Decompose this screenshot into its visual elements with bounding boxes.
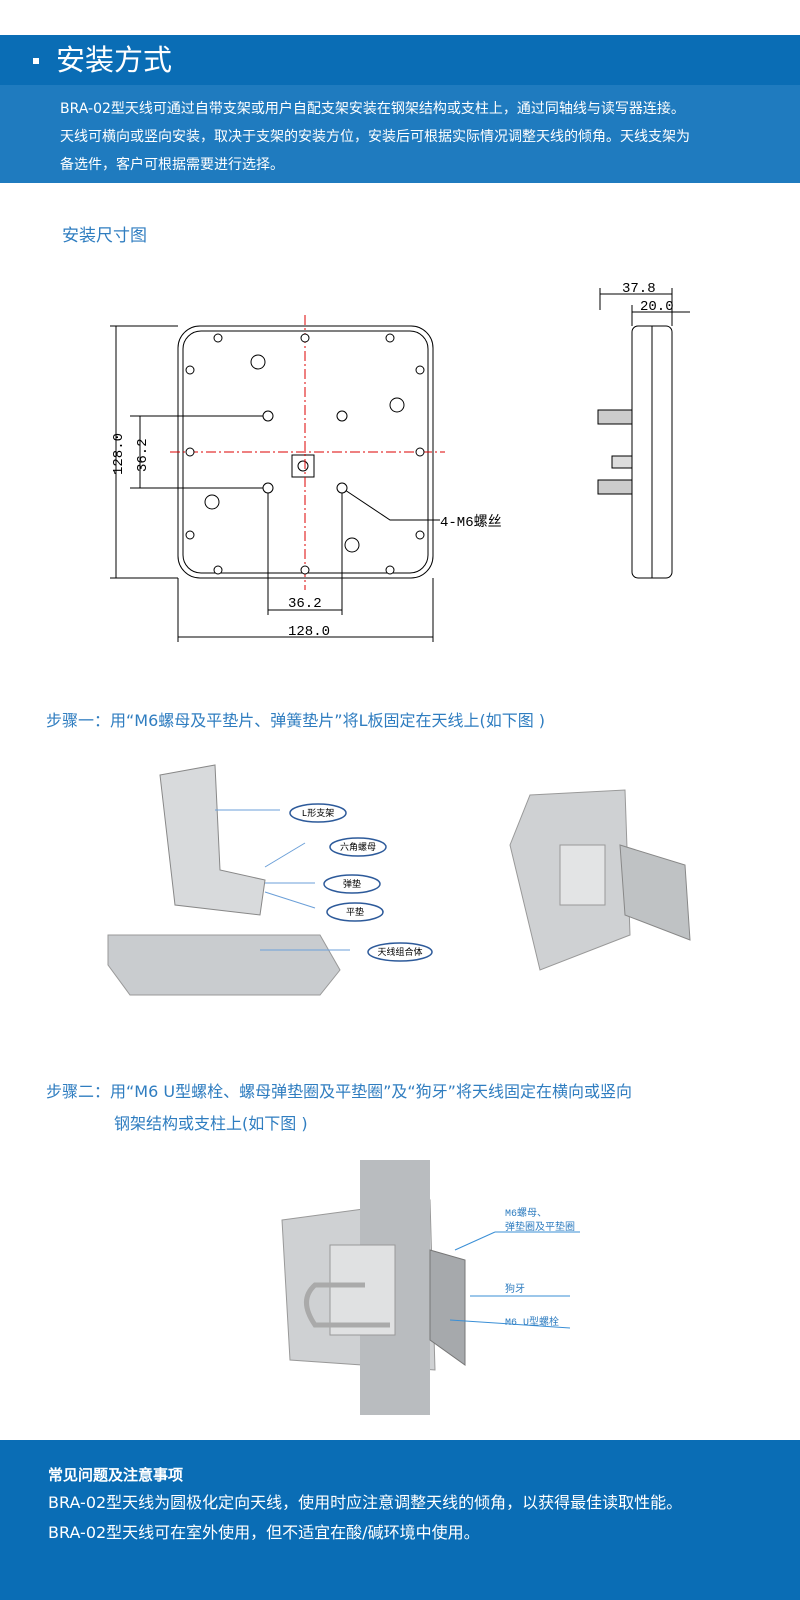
step1-illustration: L形支架 六角螺母 弹垫 平垫 天线组合体 [107, 764, 691, 996]
dim-height: 128.0 [111, 433, 127, 475]
dim-width: 128.0 [288, 624, 330, 640]
dimension-drawing: 128.0 36.2 36.2 128.0 4-M6螺丝 37.8 20.0 [110, 281, 690, 642]
description-line: 备选件，客户可根据需要进行选择。 [60, 157, 284, 173]
faq-title: 常见问题及注意事项 [48, 1466, 184, 1484]
step1-text: 步骤一：用“M6螺母及平垫片、弹簧垫片”将L板固定在天线上(如下图 ) [46, 711, 546, 730]
description-line: BRA-02型天线可通过自带支架或用户自配支架安装在钢架结构或支柱上，通过同轴线… [60, 101, 685, 117]
callout-l-bracket: L形支架 [302, 807, 334, 819]
callout-m6-nut: M6螺母、 [505, 1207, 547, 1220]
step2-text-line1: 步骤二：用“M6 U型螺栓、螺母弹垫圈及平垫圈”及“狗牙”将天线固定在横向或竖向 [46, 1082, 632, 1101]
dim-depth-body: 20.0 [640, 299, 674, 315]
faq-line: BRA-02型天线为圆极化定向天线，使用时应注意调整天线的倾角，以获得最佳读取性… [48, 1493, 683, 1512]
section-header: 安装方式 [0, 35, 800, 85]
section-title: 安装方式 [56, 43, 173, 77]
callout-antenna-assembly: 天线组合体 [377, 946, 422, 958]
bullet-icon [33, 58, 39, 64]
step2-text-line2: 钢架结构或支柱上(如下图 ) [114, 1114, 308, 1133]
step2-illustration: M6螺母、 弹垫圈及平垫圈 狗牙 M6 U型螺栓 [281, 1160, 580, 1415]
callout-spring-washer: 弹垫 [343, 878, 361, 890]
dim-hole-horizontal: 36.2 [288, 596, 322, 612]
dim-hole-vertical: 36.2 [135, 438, 151, 472]
callout-flat-washer: 平垫 [346, 906, 364, 918]
callout-dog-tooth: 狗牙 [505, 1282, 525, 1296]
description-line: 天线可横向或竖向安装，取决于支架的安装方位，安装后可根据实际情况调整天线的倾角。… [60, 129, 690, 145]
dimension-title: 安装尺寸图 [62, 226, 147, 246]
callout-washers: 弹垫圈及平垫圈 [505, 1220, 575, 1234]
faq-line: BRA-02型天线可在室外使用，但不适宜在酸/碱环境中使用。 [48, 1523, 480, 1542]
screw-label: 4-M6螺丝 [440, 514, 502, 531]
faq-section: 常见问题及注意事项 BRA-02型天线为圆极化定向天线，使用时应注意调整天线的倾… [0, 1440, 800, 1600]
callout-u-bolt: M6 U型螺栓 [505, 1315, 559, 1329]
description-band: BRA-02型天线可通过自带支架或用户自配支架安装在钢架结构或支柱上，通过同轴线… [0, 85, 800, 183]
dim-depth-total: 37.8 [622, 281, 656, 297]
callout-hex-nut: 六角螺母 [340, 841, 376, 853]
